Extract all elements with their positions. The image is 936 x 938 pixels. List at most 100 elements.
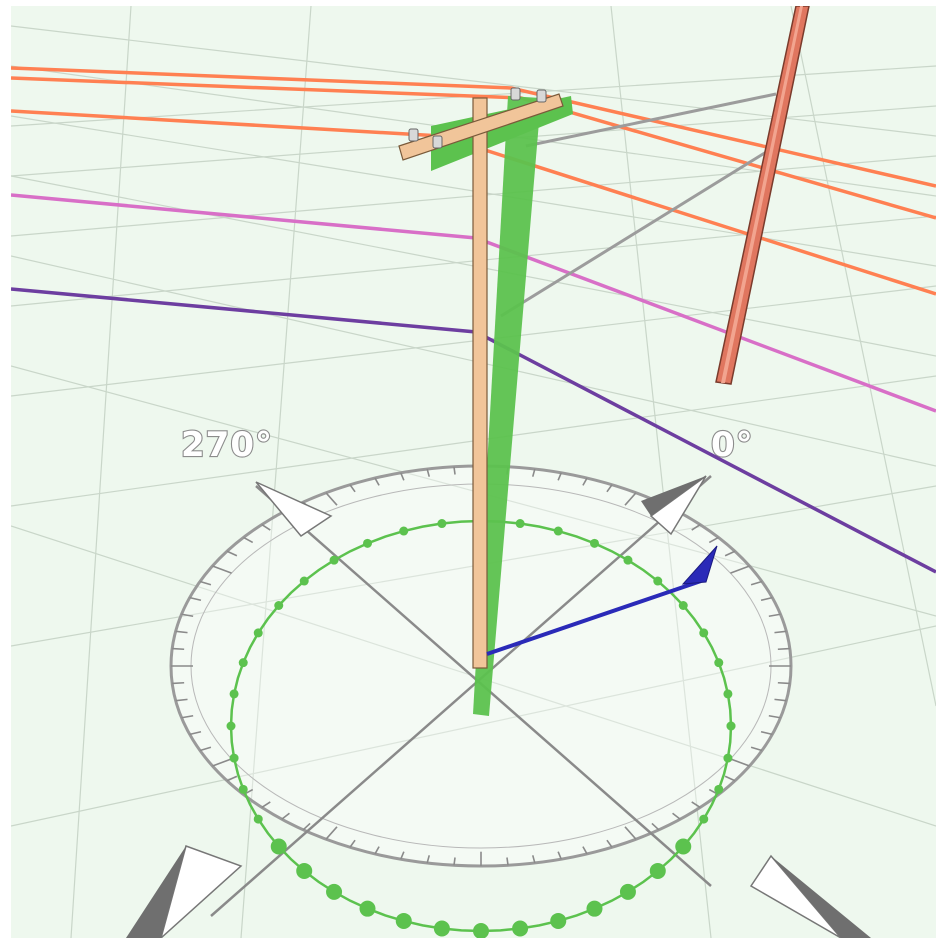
far-pole [715, 6, 810, 385]
compass-pointer-ne-icon [641, 475, 707, 536]
compass-tick [349, 484, 356, 493]
deflection-point [238, 784, 248, 794]
compass-tick [531, 468, 536, 477]
compass-pointer-sw-icon [126, 845, 243, 938]
compass-tick [768, 714, 781, 719]
deflection-point [363, 538, 373, 548]
compass-tick [750, 580, 763, 586]
compass-tick [212, 565, 232, 574]
compass-label-0: 0° [711, 425, 754, 465]
compass-tick [199, 746, 212, 752]
compass-tick [175, 630, 188, 634]
compass-tick [691, 801, 701, 809]
deflection-points [226, 516, 736, 938]
deflection-point [395, 912, 412, 929]
compass-tick [181, 714, 194, 719]
compass-tick [453, 857, 456, 866]
compass-tick [175, 698, 188, 702]
deflection-point [726, 721, 736, 731]
compass-tick [730, 565, 750, 574]
compass-tick [724, 550, 736, 557]
compass-tick [624, 826, 637, 840]
compass-tick [606, 484, 613, 493]
compass-tick [189, 596, 202, 602]
deflection-point [515, 519, 525, 529]
deflection-point [274, 601, 284, 611]
3d-viewport[interactable]: 270° 0° [11, 6, 936, 938]
compass-tick [261, 801, 271, 809]
compass-tick [582, 846, 588, 855]
compass-tick [606, 839, 613, 848]
deflection-point [270, 838, 287, 855]
compass-tick [374, 846, 380, 855]
compass-label-270: 270° [181, 425, 273, 465]
compass-tick [302, 822, 311, 831]
compass-tick [724, 775, 736, 782]
deflection-point [253, 628, 263, 638]
compass-tick [426, 855, 431, 864]
deflection-point [229, 753, 239, 763]
deflection-point [433, 920, 450, 937]
compass-tick [261, 523, 271, 531]
deflection-point [299, 576, 309, 586]
compass-tick [691, 523, 701, 531]
deflection-point [550, 912, 567, 929]
primary-wire-a [11, 66, 936, 188]
compass-tick [172, 647, 185, 651]
compass-tick [760, 596, 773, 602]
deflection-point [589, 538, 599, 548]
compass-tick [760, 730, 773, 736]
deflection-point [329, 555, 339, 565]
compass-tick [777, 681, 790, 685]
deflection-point [437, 519, 447, 529]
compass-tick [325, 492, 338, 506]
compass-tick [172, 681, 185, 685]
compass-tick [651, 822, 660, 831]
insulator-icon [408, 87, 547, 149]
compass-tick [506, 857, 509, 866]
compass-tick [557, 472, 562, 481]
compass-tick [774, 630, 787, 634]
compass-tick [774, 698, 787, 702]
compass-tick [325, 826, 338, 840]
compass-tick [281, 812, 290, 820]
compass-tick [730, 758, 750, 767]
pole-scene[interactable]: 270° 0° [11, 6, 936, 938]
compass-tick [212, 758, 232, 767]
compass-tick [226, 550, 238, 557]
deflection-point [714, 658, 724, 668]
compass-tick [768, 613, 781, 618]
compass-pointer-nw-icon [255, 481, 333, 537]
compass-pointer-se-icon [749, 854, 871, 938]
deflection-point [714, 784, 724, 794]
compass-tick [374, 477, 380, 486]
deflection-point [649, 862, 666, 879]
deflection-point [678, 601, 688, 611]
deflection-point [473, 923, 489, 938]
compass-tick [750, 746, 763, 752]
compass-tick [777, 647, 790, 651]
deflection-point [226, 721, 236, 731]
compass-tick [349, 839, 356, 848]
deflection-point [619, 883, 636, 900]
compass-tick [226, 775, 238, 782]
compass-tick [189, 730, 202, 736]
deflection-point [723, 753, 733, 763]
deflection-point [653, 576, 663, 586]
deflection-point [238, 658, 248, 668]
compass-tick [243, 536, 254, 544]
deflection-point [586, 900, 603, 917]
deflection-point [723, 689, 733, 699]
compass-tick [199, 580, 212, 586]
deflection-point [623, 555, 633, 565]
compass-tick [426, 468, 431, 477]
deflection-point [553, 526, 563, 536]
deflection-point [512, 920, 529, 937]
load-vector-arrow-icon [486, 545, 718, 656]
compass-tick [400, 472, 405, 481]
compass-tick [557, 851, 562, 860]
deflection-point [699, 628, 709, 638]
compass-tick [624, 492, 637, 506]
utility-pole [398, 87, 564, 669]
compass-tick [708, 536, 719, 544]
